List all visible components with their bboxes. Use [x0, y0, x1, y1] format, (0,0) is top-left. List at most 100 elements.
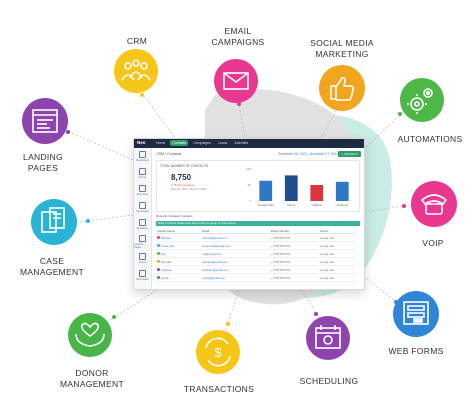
contact-avatar-dot: [157, 252, 160, 256]
table-cell: Google Ads: [318, 233, 356, 242]
label-scheduling: SCHEDULING: [299, 376, 359, 386]
date-range[interactable]: September 16, 2021 - November 17, 2021: [278, 152, 338, 156]
dot-transactions: [226, 322, 230, 326]
connector-crm: [139, 89, 176, 139]
nav-tab-activities[interactable]: Activities: [234, 141, 249, 145]
table-cell: sylvia@gmail.com: [201, 273, 270, 282]
nav-tab-campaigns[interactable]: Campaigns: [193, 141, 211, 145]
column-header[interactable]: Source: [318, 228, 356, 234]
connector-email: [237, 97, 246, 139]
sidebar-label: Automation: [135, 278, 150, 281]
x-tick-label: Referral: [337, 203, 348, 207]
bar-organic[interactable]: [310, 185, 324, 201]
total-contacts-value: 8,750: [171, 173, 192, 182]
table-cell: Michael: [156, 233, 202, 242]
dashboard-sidebar: Dashboard Activity Payments Campaigns Do…: [134, 148, 152, 289]
sidebar-icon: [139, 168, 146, 175]
connector-donor: [109, 287, 161, 321]
sidebar-label: Forms: [138, 261, 147, 264]
contact-avatar-dot: [157, 276, 160, 280]
sidebar-icon: [139, 234, 146, 242]
sidebar-icon: [139, 253, 146, 260]
group-banner: Drag a column header and drop it here to…: [156, 221, 360, 226]
sidebar-item-payments[interactable]: Payments: [134, 182, 151, 199]
bar-direct[interactable]: [284, 175, 298, 201]
contact-name[interactable]: Michael: [161, 235, 171, 240]
dot-scheduling: [314, 312, 318, 316]
table-cell: kathleen@gmail.com: [201, 265, 270, 274]
delta-range-text: Sep 16, 2021 - Nov 17, 2021: [171, 187, 207, 191]
sidebar-icon: [139, 219, 146, 226]
table-cell: +1 555 555 555: [269, 265, 319, 274]
nav-tab-leads[interactable]: Leads: [217, 141, 228, 145]
dashboard-top-nav: Neo Home Contacts Campaigns Leads Activi…: [134, 139, 364, 148]
contact-name[interactable]: Kathleen: [161, 267, 173, 272]
label-landing-pages: LANDING PAGES: [23, 152, 63, 173]
sidebar-item-campaigns[interactable]: Campaigns: [134, 199, 151, 216]
sidebar-label: Activity: [138, 176, 147, 179]
bar-google-ads[interactable]: [259, 180, 273, 201]
dot-email: [237, 102, 241, 106]
sidebar-label: Donations: [136, 227, 149, 230]
table-cell: +1 555 555 555: [269, 257, 319, 266]
column-header[interactable]: Email: [201, 228, 270, 234]
sidebar-icon: [139, 185, 146, 192]
table-cell: Google Ads: [318, 249, 356, 258]
sidebar-item-activity[interactable]: Activity: [134, 165, 151, 182]
contact-name[interactable]: Susan Kirk: [161, 243, 175, 248]
table-cell: Google Ads: [318, 273, 356, 282]
dashboard-main: CRM / Contacts September 16, 2021 - Nove…: [152, 148, 364, 289]
contact-avatar-dot: [157, 260, 160, 264]
dashboard-nav-tabs: Home Contacts Campaigns Leads Activities: [154, 140, 250, 146]
y-tick-label: 100: [246, 167, 251, 171]
contact-name[interactable]: Brendan: [161, 259, 172, 264]
x-tick-label: Direct: [287, 203, 295, 207]
crm-dashboard-screenshot: Neo Home Contacts Campaigns Leads Activi…: [133, 138, 365, 290]
bar-referral[interactable]: [335, 181, 349, 201]
y-tick-label: 0: [249, 199, 251, 203]
sidebar-item-forms[interactable]: Forms: [134, 250, 151, 267]
y-tick-label: 50: [248, 183, 252, 187]
label-voip: VOIP: [422, 238, 444, 248]
nav-tab-contacts[interactable]: Contacts: [170, 140, 189, 146]
section-title: Recently Updated Contacts: [156, 214, 193, 218]
sidebar-item-donations[interactable]: Donations: [134, 216, 151, 233]
table-cell: Kathleen: [156, 265, 202, 274]
sidebar-item-dashboard[interactable]: Dashboard: [134, 148, 151, 165]
dot-crm: [140, 93, 144, 97]
contact-name[interactable]: Ray: [161, 251, 166, 256]
sidebar-item-landing-pages[interactable]: Landing Pages: [134, 233, 151, 250]
label-web-forms: WEB FORMS: [388, 346, 444, 356]
dot-voip: [402, 204, 406, 208]
sidebar-item-automation[interactable]: Automation: [134, 267, 151, 284]
connector-transactions: [224, 287, 241, 331]
table-cell: michael@gmail.com: [201, 233, 270, 242]
column-header[interactable]: Phone Number: [269, 228, 319, 234]
dot-automations: [398, 112, 402, 116]
contact-avatar-dot: [157, 268, 160, 272]
dashboard-logo: Neo: [137, 140, 146, 145]
table-cell: Brendan: [156, 257, 202, 266]
table-header-row: Contact Name Email Phone Number Source: [156, 228, 356, 234]
dot-donor: [112, 315, 116, 319]
label-donor-management: DONOR MANAGEMENT: [60, 368, 124, 389]
nav-tab-home[interactable]: Home: [156, 141, 166, 145]
add-contact-button[interactable]: + CONTACT: [338, 151, 361, 157]
column-header[interactable]: Contact Name: [156, 228, 202, 234]
table-cell: Ray: [156, 249, 202, 258]
contact-avatar-dot: [157, 244, 160, 248]
table-row[interactable]: Kathleen kathleen@gmail.com+1 555 555 555…: [156, 265, 356, 274]
table-cell: brendan@gmail.com: [201, 257, 270, 266]
label-case-management: CASE MANAGEMENT: [20, 256, 84, 277]
contact-name[interactable]: Sylvia: [161, 275, 169, 280]
connector-landing: [64, 129, 134, 161]
table-cell: ray@gmail.com: [201, 249, 270, 258]
x-tick-label: Organic: [311, 203, 322, 207]
